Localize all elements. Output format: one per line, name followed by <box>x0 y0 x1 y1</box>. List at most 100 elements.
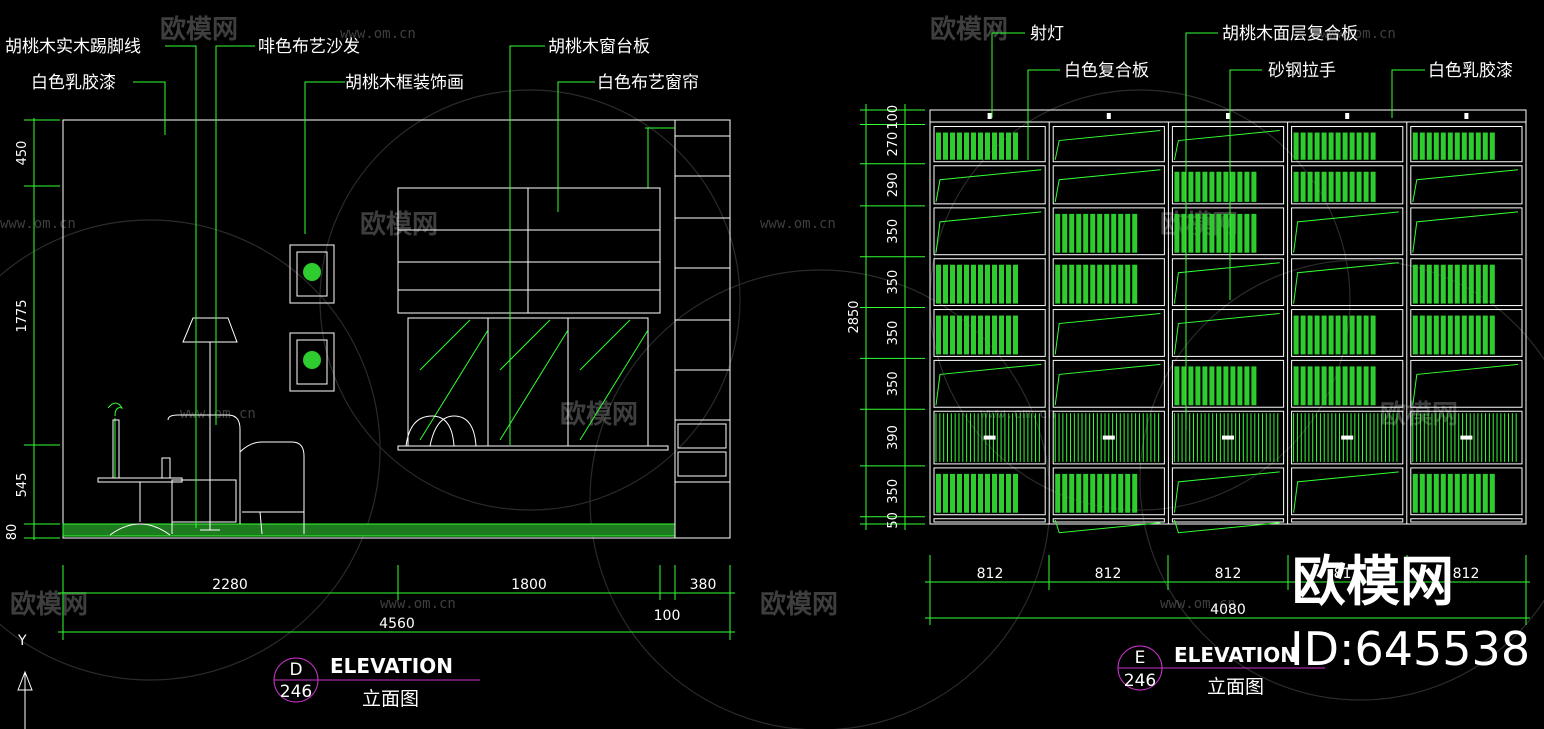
shelf-cell <box>1410 410 1523 465</box>
book <box>1363 171 1369 202</box>
brand-logo-text: 欧模网 <box>1292 550 1454 613</box>
book <box>1461 264 1467 304</box>
book <box>1237 366 1243 406</box>
hdim-4080: 4080 <box>1210 602 1246 618</box>
book <box>1419 264 1425 304</box>
book <box>964 473 969 513</box>
drawer-handle <box>1460 435 1473 440</box>
shelf-cell <box>933 467 1046 516</box>
book <box>1069 213 1075 253</box>
book <box>1111 213 1117 253</box>
shelf-cell <box>1052 467 1165 516</box>
book <box>1132 213 1138 253</box>
book <box>1321 171 1327 202</box>
book <box>1426 473 1432 513</box>
book <box>1069 473 1075 513</box>
elevation-d: 胡桃木实木踢脚线 白色乳胶漆 啡色布艺沙发 胡桃木框装饰画 胡桃木窗台板 白色布… <box>5 37 735 729</box>
book <box>1468 473 1474 513</box>
book <box>1125 213 1131 253</box>
panel-diagonal <box>1412 169 1519 202</box>
book <box>1328 366 1334 406</box>
book <box>936 132 941 160</box>
shelf-cell <box>1410 467 1523 516</box>
book <box>1090 213 1096 253</box>
book <box>1489 264 1495 304</box>
leader-lines-e <box>991 32 1425 430</box>
book <box>1132 264 1138 304</box>
book <box>1454 132 1460 160</box>
shelf-cell <box>1171 258 1285 307</box>
shelf-cell <box>1171 467 1285 516</box>
shelf-cell <box>933 410 1046 465</box>
cabinet-outline <box>929 109 1527 525</box>
book <box>1013 473 1018 513</box>
book <box>985 132 990 160</box>
book <box>1118 264 1124 304</box>
vdim-290: 290 <box>886 172 901 197</box>
shelf-cell <box>1410 359 1523 408</box>
label-curtain: 白色布艺窗帘 <box>597 73 699 93</box>
brand-id: ID:645538 <box>1290 622 1530 676</box>
book <box>1062 213 1068 253</box>
shelf-cell <box>1052 126 1165 163</box>
label-walnut-board: 胡桃木面层复合板 <box>1222 24 1358 44</box>
book <box>1342 366 1348 406</box>
book <box>964 132 969 160</box>
book <box>1440 315 1446 355</box>
book <box>1461 315 1467 355</box>
hdim-812-3: 812 <box>1215 566 1242 582</box>
book <box>999 315 1004 355</box>
shelf-cell <box>1291 309 1404 357</box>
shelf-cell <box>1171 359 1285 408</box>
book <box>1104 213 1110 253</box>
book <box>1202 213 1208 253</box>
drawer-handle <box>1102 435 1115 440</box>
book <box>964 315 969 355</box>
hdim-2280: 2280 <box>212 577 248 593</box>
book <box>950 132 955 160</box>
hdim-4560: 4560 <box>379 616 415 632</box>
book <box>1013 132 1018 160</box>
book <box>1118 213 1124 253</box>
book <box>1349 171 1355 202</box>
book <box>1468 132 1474 160</box>
book <box>936 315 941 355</box>
book <box>1370 132 1376 160</box>
book <box>1489 473 1495 513</box>
title-block-e: E 246 ELEVATION 立面图 <box>1117 643 1325 698</box>
book <box>1230 366 1236 406</box>
title-en-e: ELEVATION <box>1174 643 1297 667</box>
book <box>1293 171 1299 202</box>
book <box>1062 264 1068 304</box>
hdim-lines-e <box>925 555 1530 625</box>
watermark-url: www.om.cn <box>180 406 256 422</box>
book <box>1489 315 1495 355</box>
book <box>1069 264 1075 304</box>
book <box>1055 213 1061 253</box>
vdim-270: 270 <box>886 132 901 157</box>
book <box>1006 315 1011 355</box>
vdim-lines-e <box>865 104 906 530</box>
book <box>1237 171 1243 202</box>
title-cn-e: 立面图 <box>1207 676 1264 698</box>
book <box>1216 213 1222 253</box>
book <box>1090 264 1096 304</box>
framed-picture-1 <box>289 244 335 304</box>
hdim-812-2: 812 <box>1095 566 1122 582</box>
book <box>943 473 948 513</box>
book <box>999 132 1004 160</box>
book <box>1055 264 1061 304</box>
book <box>1195 366 1201 406</box>
watermark-brand: 欧模网 <box>360 209 438 240</box>
watermark-brand: 欧模网 <box>760 589 838 620</box>
shelf-cell <box>1052 207 1165 256</box>
floor-lamp <box>182 317 238 531</box>
book <box>1314 315 1320 355</box>
book <box>1307 315 1313 355</box>
elevation-e: 射灯 白色复合板 胡桃木面层复合板 砂钢拉手 白色乳胶漆 100 270 290… <box>847 24 1530 698</box>
book <box>1181 213 1187 253</box>
book <box>1216 171 1222 202</box>
book <box>1419 132 1425 160</box>
watermark-brand: 欧模网 <box>160 14 238 45</box>
